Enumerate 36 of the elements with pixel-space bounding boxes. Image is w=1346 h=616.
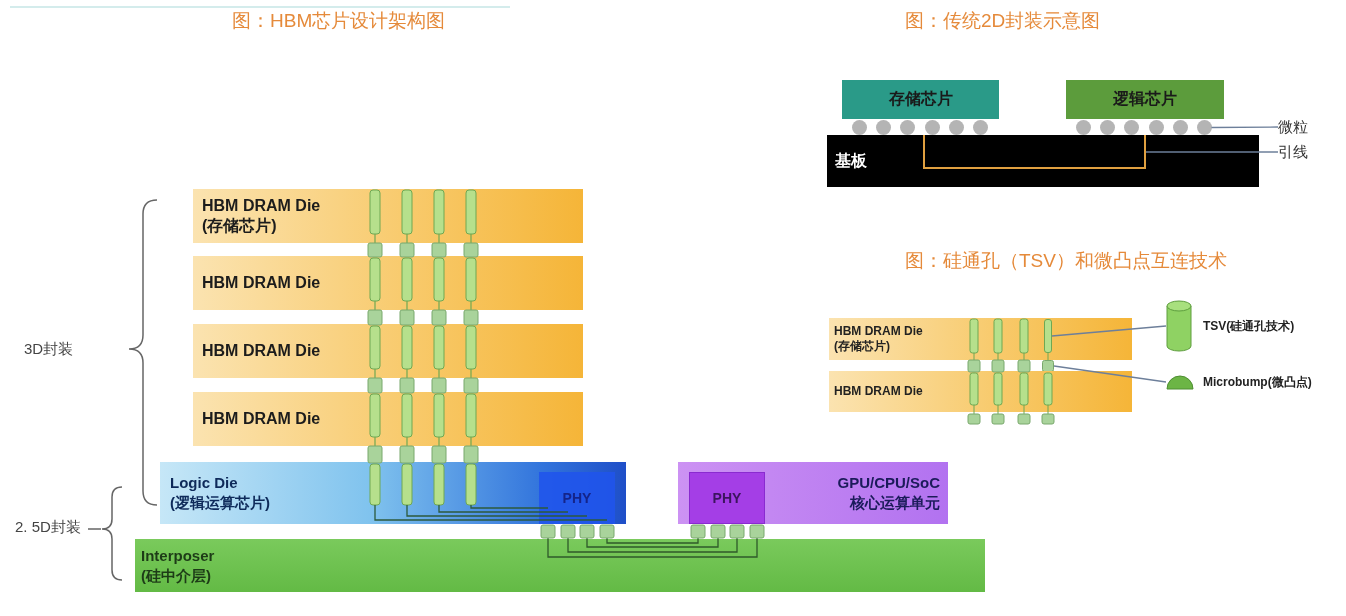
callout-label: 引线 [1278,142,1308,162]
callout-label: TSV(硅通孔技术) [1203,317,1295,335]
substrate-board [827,135,1259,187]
leader-line [1145,151,1279,153]
memory-chip [842,80,999,119]
figure-title: 图：HBM芯片设计架构图 [232,9,446,33]
die-label: HBM DRAM Die (存储芯片) [834,324,924,354]
logic-chip [1066,80,1224,119]
phy-block [539,472,615,524]
substrate-label: 基板 [835,150,867,171]
brace-label: 3D封装 [24,340,74,359]
phy-label: PHY [712,490,742,506]
brace-label: 2. 5D封装 [15,518,81,537]
figure-title: 图：传统2D封装示意图 [905,9,1101,33]
die-label: HBM DRAM Die (存储芯片) [202,196,322,236]
figure-title: 图：硅通孔（TSV）和微凸点互连技术 [905,249,1227,273]
die-label: GPU/CPU/SoC 核心运算单元 [836,473,940,513]
layer-label: Interposer (硅中介层) [141,545,216,586]
processor-die [678,462,948,524]
callout-label: Microbump(微凸点) [1203,373,1312,391]
leader-line [1053,365,1167,383]
die-label: HBM DRAM Die [202,273,321,293]
chip-label: 存储芯片 [888,89,953,109]
phy-block [689,472,765,524]
die-label: HBM DRAM Die [202,341,321,361]
interposer-layer [135,539,985,592]
callout-label: 微粒 [1278,117,1308,137]
phy-label: PHY [562,490,592,506]
chip-label: 逻辑芯片 [1113,89,1177,109]
die-label: HBM DRAM Die [834,384,923,399]
leader-line [1210,126,1279,129]
leader-line [1051,325,1167,337]
memory-die [193,189,583,243]
die-label: Logic Die (逻辑运算芯片) [170,473,271,513]
memory-die [829,318,1132,360]
die-label: HBM DRAM Die [202,409,321,429]
